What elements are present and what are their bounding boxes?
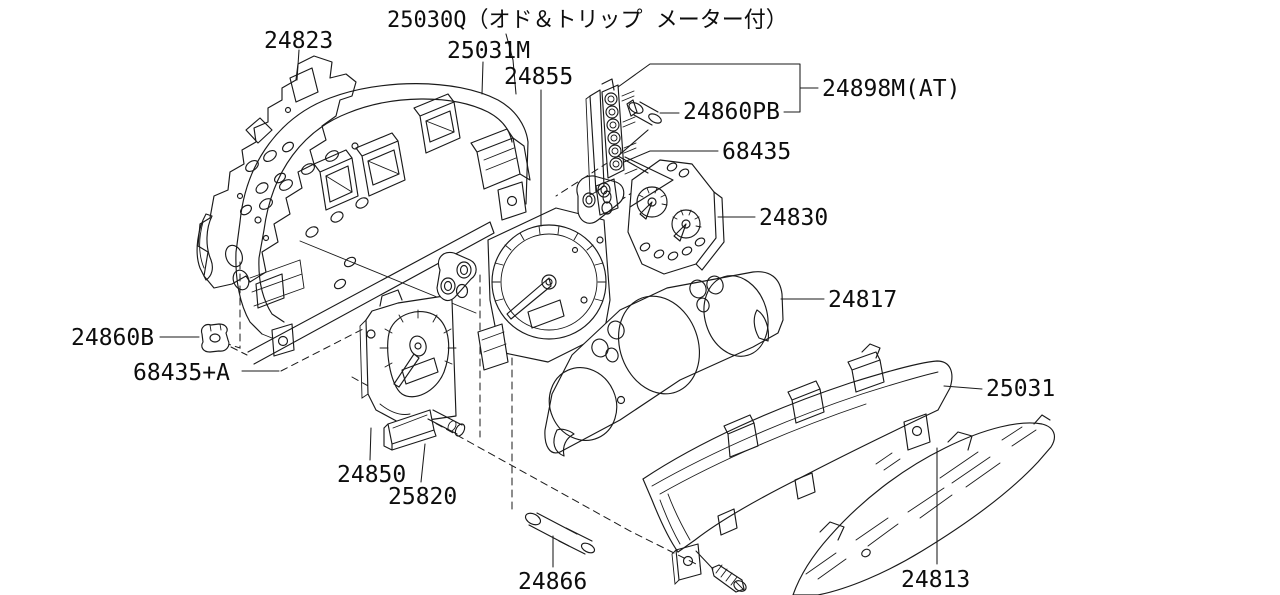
part-label-24866: 24866 [518,569,588,595]
bulb-socket-strip-24898m-drawing [585,78,638,216]
leader-lines [159,33,983,570]
bulb-24860pb-drawing [626,99,662,126]
direction-chevrons [617,129,674,208]
lens-24813-drawing [792,414,1055,595]
part-label-24823: 24823 [264,28,334,54]
part-label-24860pb: 24860PB [683,99,780,125]
gauge-24830-drawing [627,159,725,275]
gasket-24823-drawing [196,55,357,291]
speedometer-24855-drawing [477,207,611,371]
plate-25820-drawing [383,409,466,451]
cluster-housing-25030q-drawing [235,83,531,365]
part-label-68435a: 68435+A [133,360,230,386]
part-label-24817: 24817 [828,287,898,313]
lens-hatching [805,426,1037,580]
part-label-24830: 24830 [759,205,829,231]
tachometer-24850-drawing [359,289,457,425]
part-label-24813: 24813 [901,567,971,593]
part-label-25820: 25820 [388,484,458,510]
housing-25031-drawing [642,343,953,585]
part-label-25031m: 25031M [447,38,531,64]
part-label-24850: 24850 [337,462,407,488]
front-mask-24817-drawing [544,271,784,457]
bulb-socket-24860b-drawing [200,323,230,353]
part-label-24860b: 24860B [71,325,155,351]
part-label-68435: 68435 [722,139,792,165]
indicator-lens-b-drawing [576,175,625,224]
indicator-lens-a-drawing [436,251,477,301]
diagram-title: 25030Q（オド＆トリップ メーター付） [387,8,788,33]
part-label-24855: 24855 [504,64,574,90]
part-label-24898m: 24898M(AT) [822,76,961,102]
pin-24866-drawing [524,512,596,555]
screw-drawing [711,564,747,593]
part-label-25031: 25031 [986,376,1056,402]
